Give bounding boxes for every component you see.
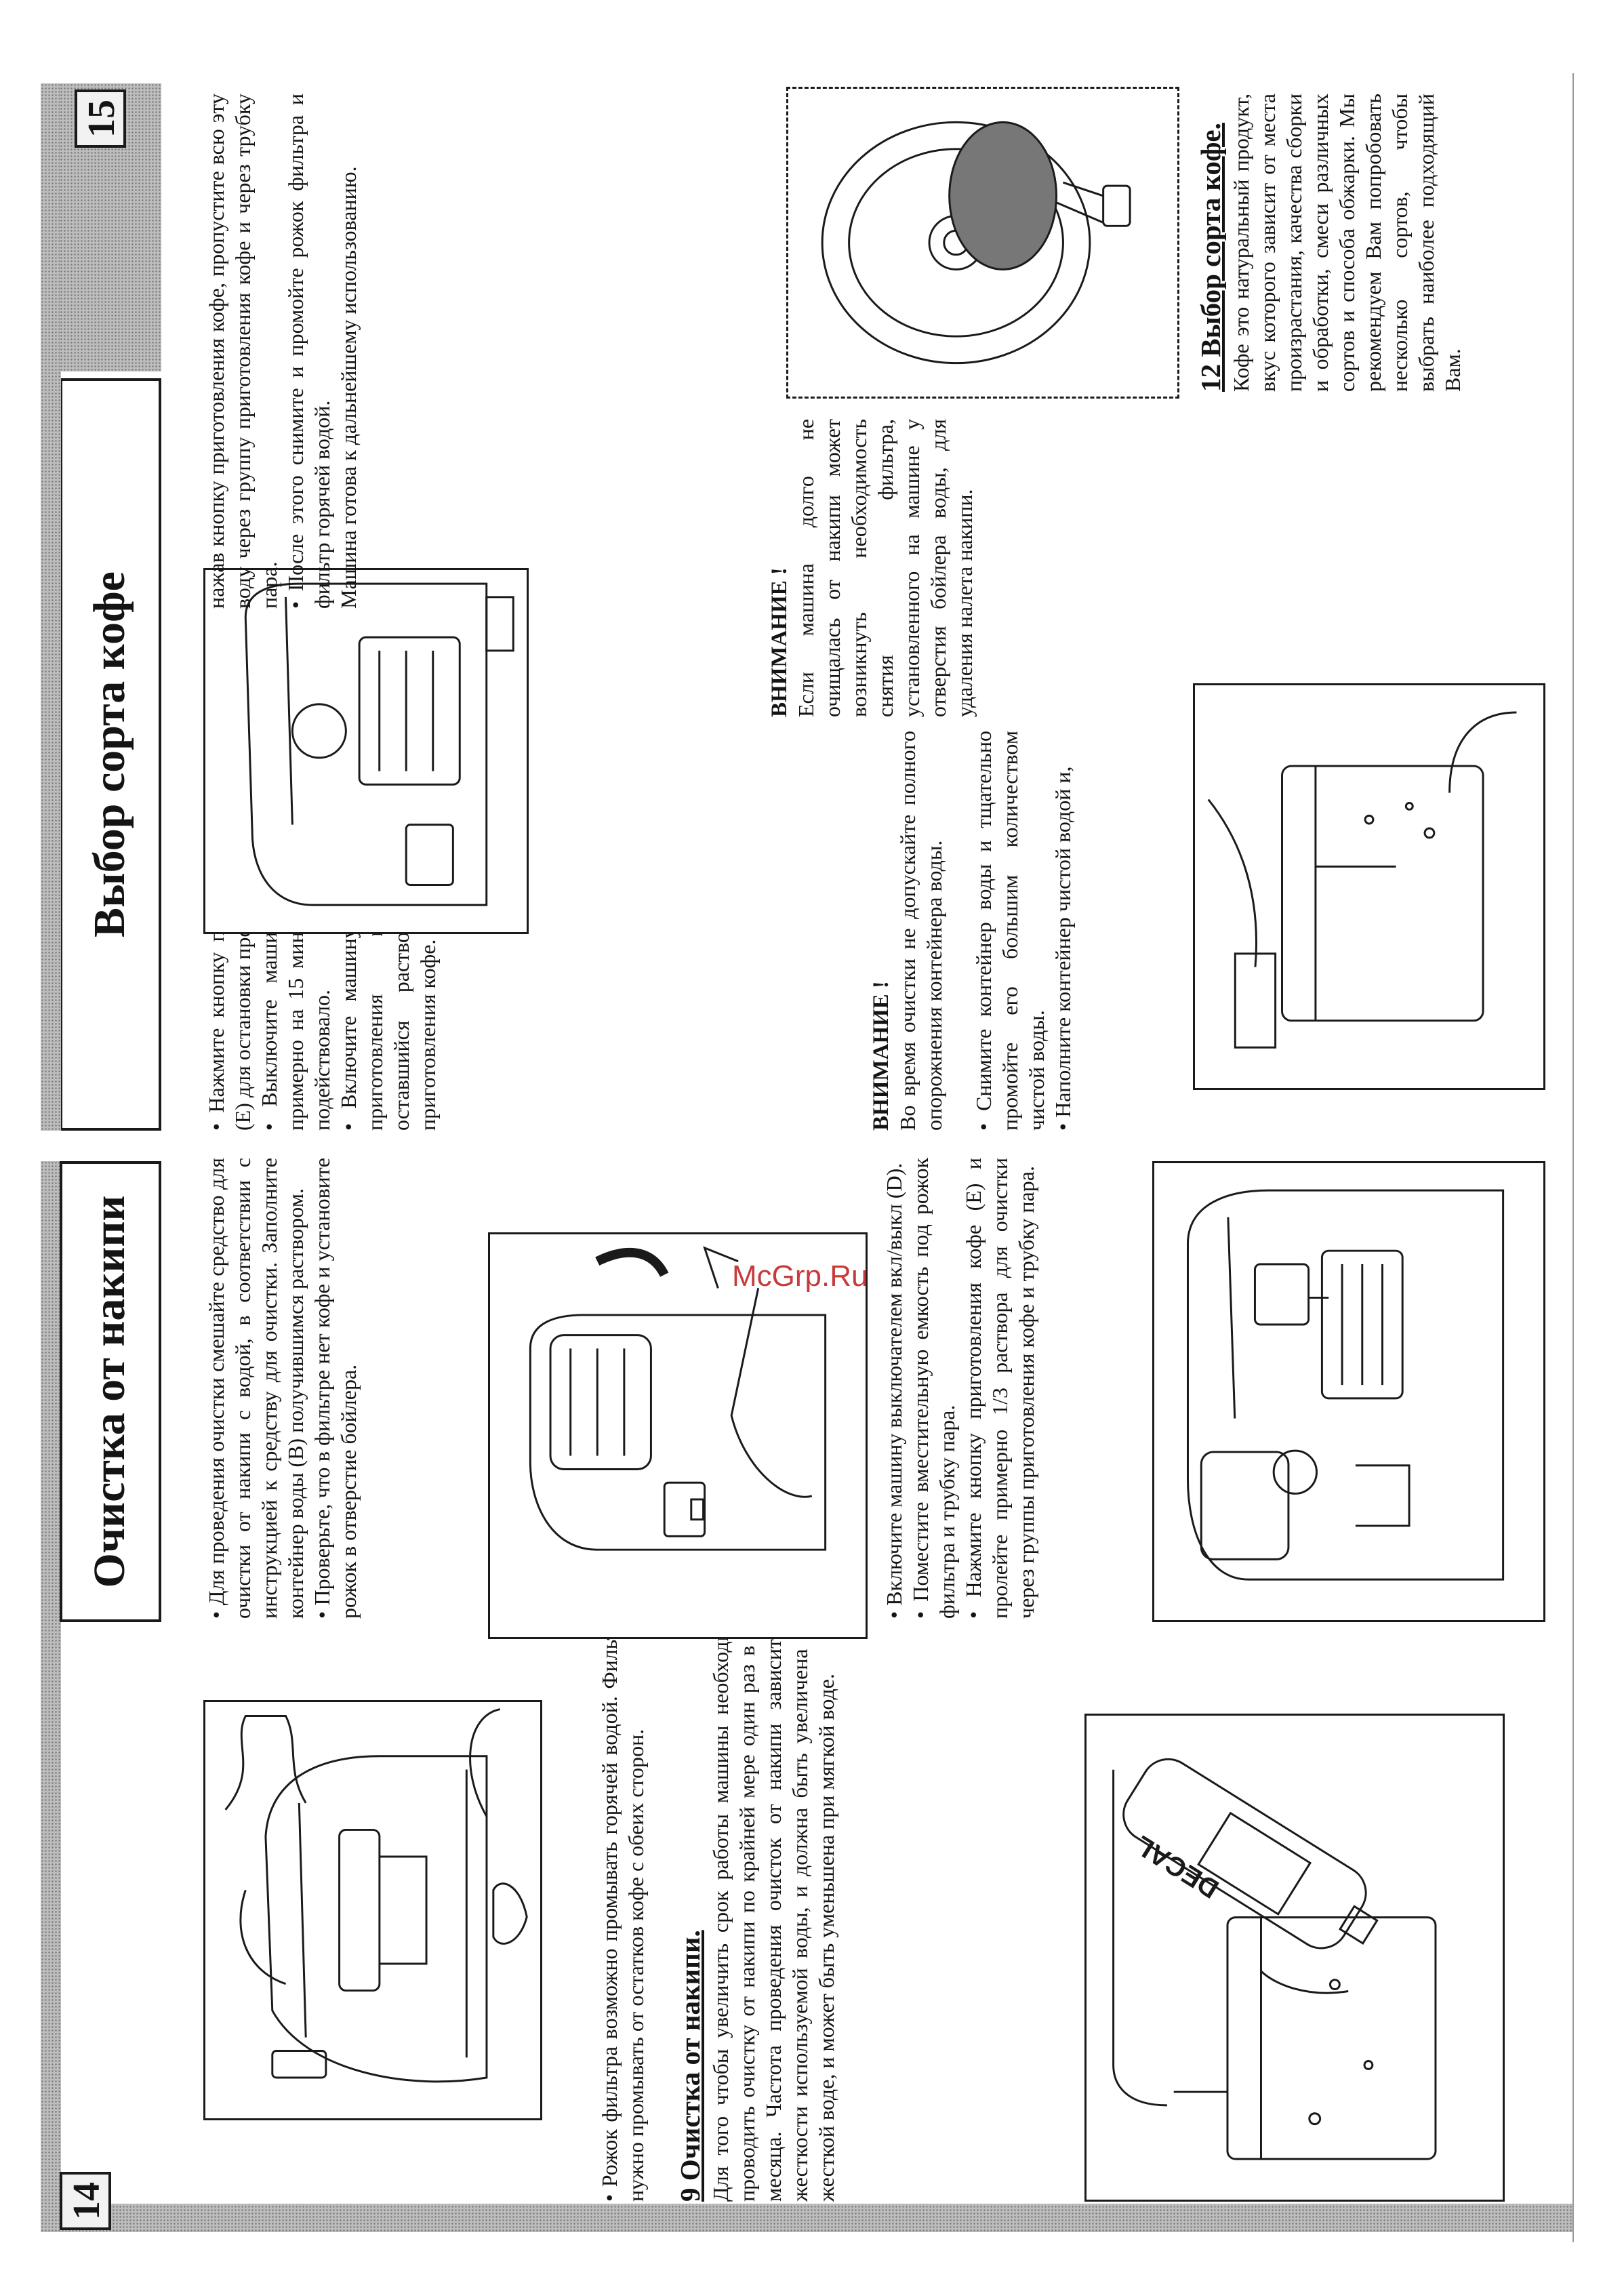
bottle-label-text: DECAL	[1130, 1830, 1224, 1904]
left-side-texture-band	[41, 2204, 1572, 2232]
left-text-switch-on: • Включите машину выключателем вкл/выкл …	[882, 1163, 906, 1619]
illustration-insert-filter-holder	[488, 1232, 868, 1639]
page-number-left: 14	[60, 2172, 111, 2230]
shower-screen-drawing	[821, 121, 1131, 365]
right-top-texture-band	[41, 83, 61, 1131]
illustration-filter-holder-rinse	[203, 1700, 542, 2120]
right-page-column-2: нажав кнопку приготовления кофе, пропуст…	[203, 94, 362, 609]
right-text-run-water-through: нажав кнопку приготовления кофе, пропуст…	[204, 94, 281, 609]
illustration-dispense-solution	[1152, 1161, 1545, 1622]
right-page-column-2-lower: 12 Выбор сорта кофе. Кофе это натуральны…	[1193, 94, 1466, 392]
left-text-mix-solution: • Для проведения очистки смешайте средст…	[204, 1158, 308, 1619]
section-heading-coffee-selection: 12 Выбор сорта кофе.	[1195, 123, 1226, 392]
left-text-press-coffee-button: • Нажмите кнопку приготовления кофе (Е) …	[961, 1158, 1038, 1619]
left-text-check-filter: • Проверьте, что в фильтре нет кофе и ус…	[310, 1158, 361, 1619]
warning-heading-2: ВНИМАНИЕ !	[767, 567, 792, 717]
right-text-machine-ready: Машина готова к дальнейшему использовани…	[336, 166, 361, 609]
right-page-column-2-middle: ВНИМАНИЕ ! Если машина долго не очищалас…	[766, 419, 978, 717]
right-text-filter-removal: Если машина долго не очищалась от накипи…	[794, 419, 977, 717]
left-page-column-1: • Рожок фильтра возможно промывать горяч…	[596, 1605, 840, 2202]
right-text-wash-filter-holder: • После этого снимите и промойте рожок ф…	[283, 94, 334, 609]
right-header-title: Выбор сорта кофе	[60, 378, 161, 1131]
machine-open-drawing	[244, 582, 514, 906]
right-page-column-1-lower: ВНИМАНИЕ ! Во время очистки не допускайт…	[868, 731, 1076, 1131]
left-top-texture-band	[41, 1161, 61, 2232]
illustration-remove-water-tank	[203, 568, 529, 934]
left-page-column-2: • Для проведения очистки смешайте средст…	[203, 1158, 362, 1619]
tank-filling-drawing	[1207, 711, 1517, 1049]
illustration-fill-water-tank	[1193, 683, 1545, 1090]
left-text-descaling-intro: Для того чтобы увеличить срок работы маш…	[708, 1605, 838, 2202]
page-number-right: 15	[75, 89, 126, 148]
right-text-do-not-empty: Во время очистки не допускайте полного о…	[895, 731, 946, 1131]
left-text-place-container: • Поместите вместительную емкость под ро…	[908, 1158, 959, 1619]
right-text-wash-tank: • Снимите контейнер воды и тщательно про…	[971, 731, 1049, 1131]
watermark: McGrp.Ru	[732, 1259, 868, 1293]
machine-side-drawing	[224, 1708, 528, 2083]
bottle-into-container-drawing: DECAL	[1112, 1758, 1437, 2160]
right-text-coffee-selection: Кофе это натуральный продукт, вкус котор…	[1229, 94, 1465, 392]
right-text-refill-tank: • Наполните контейнер чистой водой и,	[1051, 766, 1075, 1131]
warning-heading-1: ВНИМАНИЕ !	[869, 981, 893, 1131]
machine-front-drawing	[529, 1246, 827, 1551]
page-border-bottom	[1572, 73, 1574, 2242]
illustration-decalcifier-pour: DECAL	[1084, 1714, 1505, 2202]
left-text-filter-rinse: • Рожок фильтра возможно промывать горяч…	[597, 1605, 648, 2202]
illustration-boiler-filter	[786, 87, 1179, 399]
section-heading-descaling: 9 Очистка от накипи.	[674, 1930, 706, 2202]
left-header-title: Очистка от накипи	[60, 1161, 161, 1622]
left-page-column-2-lower: • Включите машину выключателем вкл/выкл …	[881, 1158, 1040, 1619]
machine-dispensing-drawing	[1186, 1189, 1505, 1581]
